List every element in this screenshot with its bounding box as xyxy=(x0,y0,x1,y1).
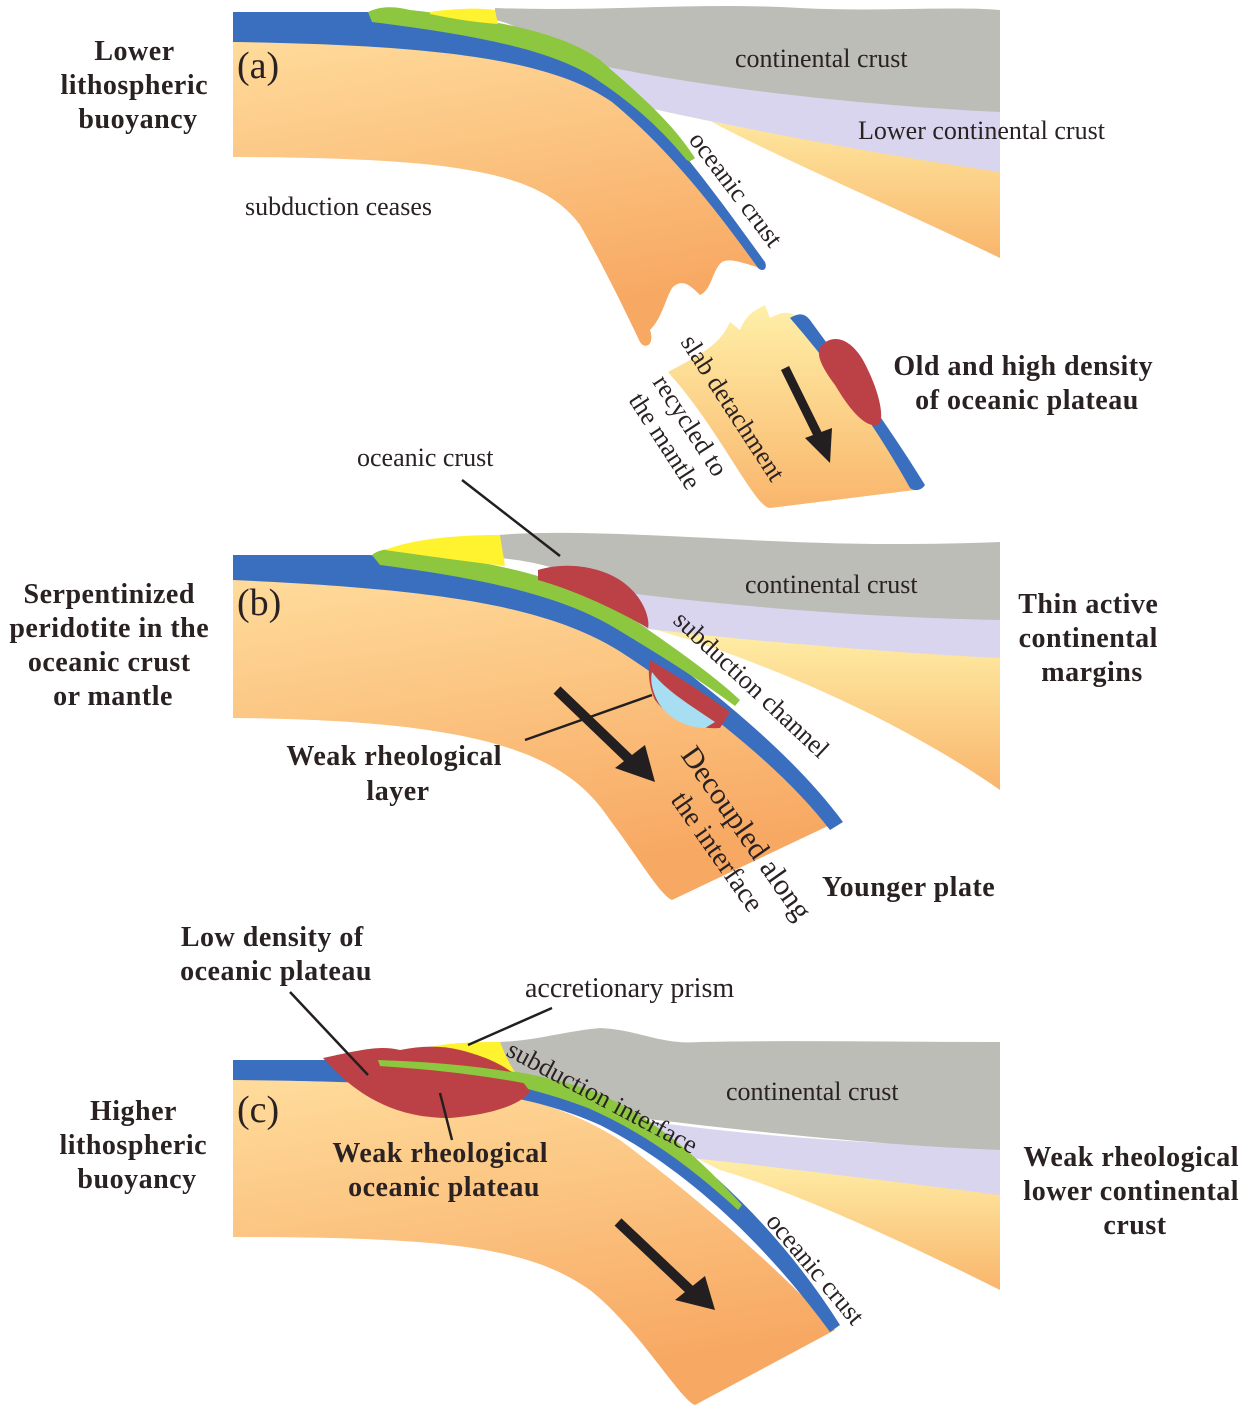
lower-continental-crust-label-a: Lower continental crust xyxy=(858,116,1106,145)
weak-lower-crust-label: Weak rheological lower continental crust xyxy=(1023,1142,1246,1241)
panel-b-tag: (b) xyxy=(237,582,281,624)
panel-c-tag: (c) xyxy=(237,1089,279,1131)
oceanic-crust-c xyxy=(233,1060,840,1332)
old-plateau-label: Old and high density of oceanic plateau xyxy=(893,351,1160,416)
subducting-slab-c xyxy=(233,1080,835,1405)
low-density-oceanic-plateau xyxy=(323,1046,530,1118)
sediment-b xyxy=(372,549,740,706)
continental-crust-label-b: continental crust xyxy=(745,570,918,599)
thin-margins-label: Thin active continental margins xyxy=(1018,589,1166,688)
accretionary-prism-label: accretionary prism xyxy=(525,973,734,1004)
weak-layer-label: Weak rheological layer xyxy=(286,741,509,807)
accretionary-prism-b xyxy=(385,535,505,566)
younger-plate-label: Younger plate xyxy=(822,872,995,903)
low-density-label: Low density of oceanic plateau xyxy=(180,922,372,987)
panel-a-side-label: Lower lithospheric buoyancy xyxy=(60,36,215,135)
panel-c: (c) Higher lithospheric buoyancy Low den… xyxy=(59,922,1246,1405)
sinking-arrow-icon xyxy=(780,366,832,463)
accretionary-prism-leader xyxy=(467,1006,553,1047)
continental-crust-c xyxy=(500,1028,1000,1150)
weak-plateau-leader xyxy=(438,1092,454,1141)
subduction-ceases-label: subduction ceases xyxy=(245,192,432,221)
oceanic-crust-a xyxy=(233,12,766,270)
panel-a-tag: (a) xyxy=(237,45,279,87)
subduction-arrow-c-icon xyxy=(614,1218,715,1310)
serpentinized-peridotite xyxy=(651,672,715,728)
continental-crust-a xyxy=(495,6,1000,112)
oceanic-crust-leader-b xyxy=(461,479,561,557)
overriding-mantle-c xyxy=(690,1155,1000,1290)
weak-plateau-label: Weak rheological oceanic plateau xyxy=(332,1138,555,1203)
sediment-a xyxy=(368,7,695,161)
lower-continental-crust-a xyxy=(585,60,1000,172)
overriding-mantle-a xyxy=(600,95,1000,258)
panel-b-side-label: Serpentinized peridotite in the oceanic … xyxy=(9,579,216,712)
detached-slab xyxy=(668,305,915,508)
subduction-arrow-b-icon xyxy=(553,686,655,782)
old-oceanic-plateau xyxy=(818,338,882,426)
low-density-leader xyxy=(289,991,369,1076)
oceanic-plateau-b-upper xyxy=(538,565,649,628)
continental-crust-label-a: continental crust xyxy=(735,44,908,73)
sediment-c xyxy=(373,1058,742,1210)
panel-c-side-label: Higher lithospheric buoyancy xyxy=(59,1096,214,1195)
overriding-mantle-b xyxy=(640,625,1000,790)
panel-a: (a) Lower lithospheric buoyancy continen… xyxy=(60,6,1160,508)
lower-continental-crust-c xyxy=(640,1120,1000,1195)
lower-continental-crust-b xyxy=(620,590,1000,658)
oceanic-crust-b xyxy=(233,555,843,830)
continental-crust-label-c: continental crust xyxy=(726,1077,899,1106)
continental-crust-b xyxy=(498,532,1000,620)
accretionary-prism-a xyxy=(430,8,498,24)
panel-b: (b) Serpentinized peridotite in the ocea… xyxy=(9,443,1166,926)
oceanic-crust-label-b: oceanic crust xyxy=(357,443,494,472)
sediment-c-over-plateau xyxy=(378,1060,540,1086)
